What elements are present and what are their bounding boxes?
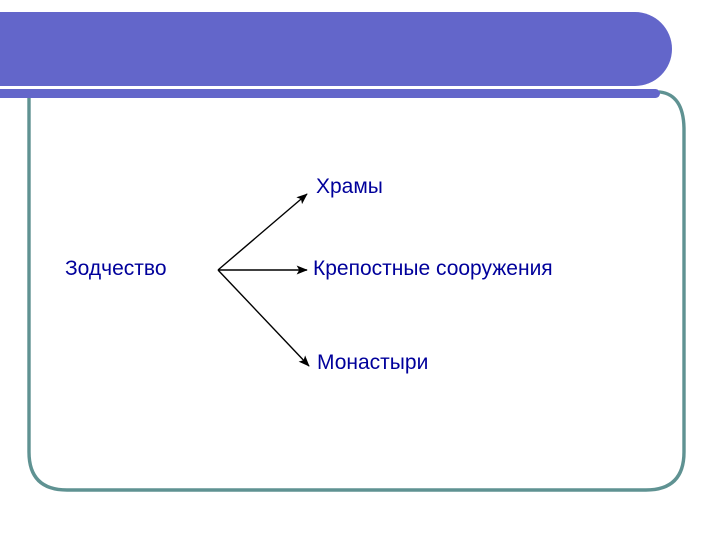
arrow-to-monastyri — [217, 269, 310, 367]
header-banner — [0, 12, 672, 86]
diagram-branch-label-monastyri: Монастыри — [317, 351, 429, 374]
arrow-to-hramy — [217, 193, 308, 271]
diagram-branch-label-hramy: Храмы — [316, 175, 383, 198]
diagram-root-label: Зодчество — [65, 257, 167, 280]
header-banner-underline — [0, 89, 660, 98]
diagram-branch-label-krepostnye-sooruzheniya: Крепостные сооружения — [313, 257, 553, 280]
